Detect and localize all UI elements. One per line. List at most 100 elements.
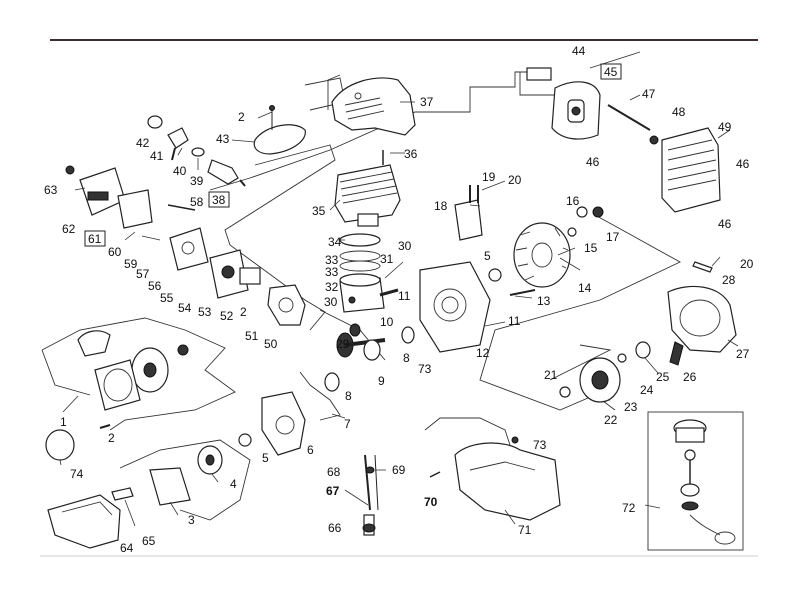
callout-51: 51 bbox=[245, 329, 259, 343]
callout-8b: 8 bbox=[345, 389, 352, 403]
washer-5 bbox=[488, 268, 502, 282]
callout-6: 6 bbox=[307, 443, 314, 457]
bracket-28 bbox=[692, 261, 713, 273]
callout-55: 55 bbox=[160, 291, 174, 305]
callout-18: 18 bbox=[434, 199, 448, 213]
callout-50: 50 bbox=[264, 337, 278, 351]
callout-32: 32 bbox=[325, 280, 339, 294]
intake-manifold-50 bbox=[267, 284, 306, 326]
crankcase-half-6 bbox=[261, 391, 306, 456]
callout-2c: 2 bbox=[108, 431, 115, 445]
callout-14: 14 bbox=[578, 281, 592, 295]
callout-58: 58 bbox=[190, 195, 204, 209]
callout-5b: 5 bbox=[262, 451, 269, 465]
kit-box-72 bbox=[647, 411, 744, 551]
callout-26: 26 bbox=[683, 370, 697, 384]
callout-56: 56 bbox=[148, 279, 162, 293]
callout-20b: 20 bbox=[740, 257, 754, 271]
leader-lines bbox=[59, 51, 739, 527]
callout-62: 62 bbox=[62, 222, 76, 236]
callout-54: 54 bbox=[178, 301, 192, 315]
callout-43: 43 bbox=[216, 132, 230, 146]
callout-11b: 11 bbox=[508, 314, 521, 328]
callout-45: 45 bbox=[604, 65, 618, 79]
filter-cover-43 bbox=[253, 105, 306, 155]
callout-59: 59 bbox=[124, 257, 138, 271]
crankcase-half-11 bbox=[419, 261, 491, 353]
callout-38: 38 bbox=[212, 193, 226, 207]
callout-49: 49 bbox=[718, 120, 732, 134]
plate-3 bbox=[149, 467, 191, 506]
nut-48 bbox=[649, 135, 659, 145]
callout-35: 35 bbox=[312, 204, 326, 218]
callout-25: 25 bbox=[656, 370, 670, 384]
callout-52: 52 bbox=[220, 309, 234, 323]
bearing-5 bbox=[238, 433, 252, 447]
callout-19: 19 bbox=[482, 170, 496, 184]
callout-5a: 5 bbox=[484, 249, 491, 263]
callout-68: 68 bbox=[327, 465, 341, 479]
callout-40: 40 bbox=[173, 164, 187, 178]
callout-48: 48 bbox=[672, 105, 686, 119]
callout-24: 24 bbox=[640, 383, 654, 397]
air-filter-housing-62 bbox=[65, 165, 153, 229]
callout-63: 63 bbox=[44, 183, 58, 197]
seal-74 bbox=[45, 429, 75, 461]
callout-57: 57 bbox=[136, 267, 150, 281]
callout-64: 64 bbox=[120, 541, 134, 555]
piston-assembly bbox=[339, 233, 399, 313]
carburetor-mount-57 bbox=[167, 204, 209, 271]
callout-44: 44 bbox=[572, 44, 586, 58]
callout-46c: 46 bbox=[718, 217, 732, 231]
callout-16: 16 bbox=[566, 194, 580, 208]
callout-1: 1 bbox=[60, 415, 67, 429]
callout-8a: 8 bbox=[403, 351, 410, 365]
gasket-7 bbox=[299, 371, 341, 421]
callout-60: 60 bbox=[108, 245, 122, 259]
bolt-13 bbox=[509, 289, 536, 296]
callout-12: 12 bbox=[476, 346, 490, 360]
callout-34: 34 bbox=[328, 235, 342, 249]
callout-47: 47 bbox=[642, 87, 656, 101]
callout-37: 37 bbox=[420, 95, 434, 109]
cylinder-35 bbox=[334, 150, 401, 227]
fan-housing-27 bbox=[667, 285, 737, 353]
callout-29: 29 bbox=[336, 337, 350, 351]
callout-15: 15 bbox=[584, 241, 598, 255]
fuel-tank-71 bbox=[429, 436, 561, 521]
callout-74: 74 bbox=[70, 467, 84, 481]
callout-33b: 33 bbox=[325, 265, 339, 279]
callout-9: 9 bbox=[378, 374, 385, 388]
bolt-47 bbox=[607, 104, 651, 131]
callout-20a: 20 bbox=[508, 173, 522, 187]
callout-46b: 46 bbox=[736, 157, 750, 171]
callout-28: 28 bbox=[722, 273, 736, 287]
choke-parts bbox=[147, 115, 246, 187]
callout-30b: 30 bbox=[324, 295, 338, 309]
callout-41: 41 bbox=[150, 149, 164, 163]
pulley-4 bbox=[197, 445, 223, 475]
callout-22: 22 bbox=[604, 413, 618, 427]
callout-11a: 11 bbox=[398, 289, 411, 303]
ignition-coil-18 bbox=[454, 185, 483, 241]
engine-shroud-37 bbox=[331, 77, 416, 136]
callout-23: 23 bbox=[624, 400, 638, 414]
muffler-49 bbox=[661, 127, 721, 213]
callout-67: 67 bbox=[326, 484, 340, 498]
callout-69: 69 bbox=[392, 463, 406, 477]
fuel-cap-kit-72 bbox=[673, 419, 736, 545]
recoil-starter-1 bbox=[77, 330, 189, 429]
callout-65: 65 bbox=[142, 534, 156, 548]
callout-4: 4 bbox=[230, 477, 237, 491]
callout-3: 3 bbox=[188, 513, 195, 527]
callout-36: 36 bbox=[404, 147, 418, 161]
callout-2: 2 bbox=[238, 110, 245, 124]
callout-73b: 73 bbox=[533, 438, 547, 452]
callout-42: 42 bbox=[136, 136, 150, 150]
callout-30a: 30 bbox=[398, 239, 412, 253]
callout-31: 31 bbox=[380, 252, 394, 266]
callout-21: 21 bbox=[544, 368, 558, 382]
callout-66: 66 bbox=[328, 521, 342, 535]
